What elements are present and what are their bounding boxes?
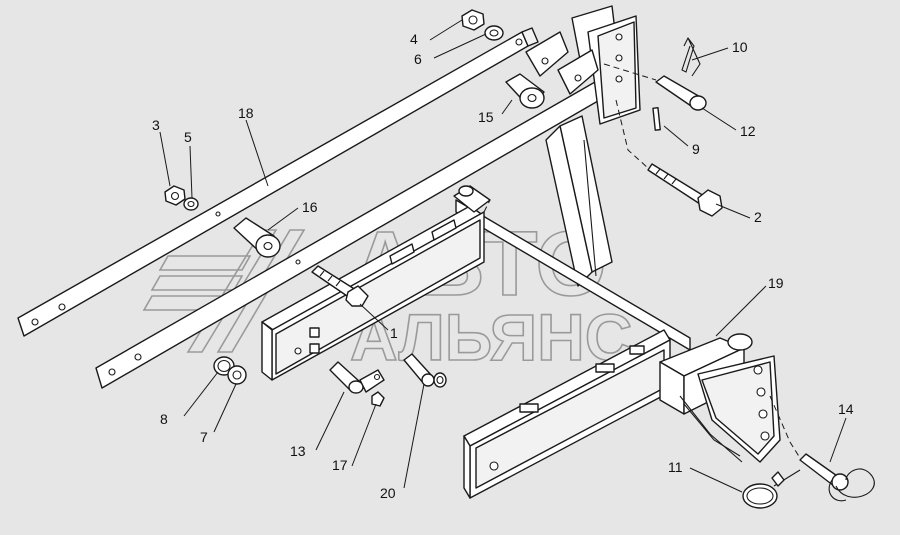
part-7-washer	[227, 365, 247, 385]
callout-8: 8	[160, 411, 168, 427]
callout-4: 4	[410, 31, 418, 47]
part-3-nut	[164, 185, 186, 206]
part-12-pin	[655, 75, 707, 111]
callout-18: 18	[238, 105, 254, 121]
callout-14: 14	[838, 401, 854, 417]
callouts: 4 6 18 3 5 16 15 10 12 9 2 19 1 8 7 13 1…	[152, 31, 854, 501]
watermark-line2: АЛЬЯНС	[350, 300, 632, 374]
callout-15: 15	[478, 109, 494, 125]
callout-7: 7	[200, 429, 208, 445]
part-lower-slide	[463, 329, 671, 499]
callout-5: 5	[184, 129, 192, 145]
part-16-bushing	[233, 217, 301, 265]
part-14-hitch-pin	[799, 453, 875, 502]
part-13-pin	[329, 361, 385, 394]
callout-11: 11	[668, 459, 683, 475]
callout-10: 10	[732, 39, 748, 55]
callout-17: 17	[332, 457, 348, 473]
part-central-clamp	[261, 185, 491, 381]
part-11-ring	[742, 469, 801, 509]
part-5-washer	[183, 197, 199, 211]
leader-lines	[159, 19, 847, 493]
assembly-lines	[483, 63, 801, 459]
callout-20: 20	[380, 485, 396, 501]
callout-1: 1	[390, 325, 398, 341]
callout-13: 13	[290, 443, 306, 459]
callout-6: 6	[414, 51, 422, 67]
part-9-roll-pin	[652, 107, 661, 131]
callout-9: 9	[692, 141, 700, 157]
part-2-bolt	[647, 163, 723, 217]
part-19-hitch-bracket	[659, 333, 781, 463]
part-15-bushing	[505, 73, 545, 109]
part-18-upper-bar	[17, 27, 539, 337]
callout-12: 12	[740, 123, 756, 139]
part-17-fitting	[371, 391, 385, 407]
callout-3: 3	[152, 117, 160, 133]
part-4-nut	[461, 9, 485, 31]
part-20-pin	[403, 353, 447, 388]
part-10-clip	[681, 36, 701, 77]
part-6-washer	[484, 25, 504, 41]
callout-2: 2	[754, 209, 762, 225]
part-mast-frame	[455, 5, 691, 351]
callout-19: 19	[768, 275, 784, 291]
callout-16: 16	[302, 199, 318, 215]
